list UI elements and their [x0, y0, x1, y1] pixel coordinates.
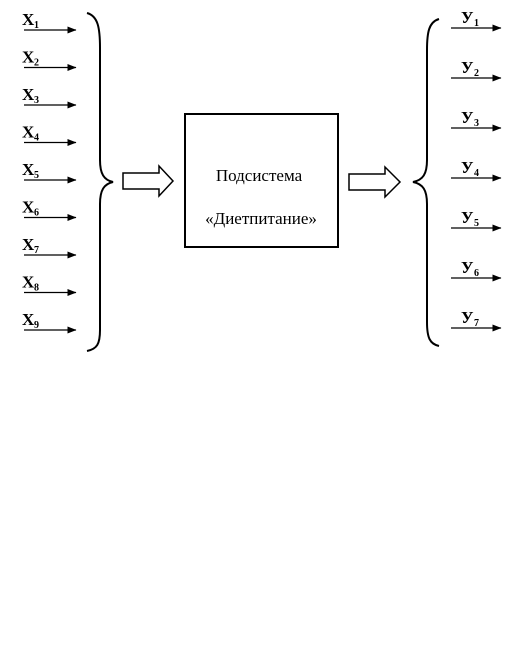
output-index: 5 [474, 218, 479, 229]
input-label: X [22, 273, 35, 292]
output-label: У [461, 8, 474, 27]
input-index: 2 [34, 58, 39, 69]
output-index: 2 [474, 68, 479, 79]
output-label: У [461, 58, 474, 77]
input-label: X [22, 48, 35, 67]
input-label: X [22, 123, 35, 142]
output-index: 3 [474, 118, 479, 129]
subsystem-title: Подсистема [216, 166, 303, 185]
output-block-arrow [348, 165, 402, 199]
output-index: 1 [474, 18, 479, 29]
output-index: 7 [474, 318, 479, 329]
input-label: X [22, 198, 35, 217]
output-label: У [461, 158, 474, 177]
input-label: X [22, 10, 35, 29]
subsystem-box: Подсистема «Диетпитание» [184, 113, 339, 248]
input-index: 1 [34, 20, 39, 31]
input-index: 9 [34, 320, 39, 331]
input-index: 6 [34, 208, 39, 219]
input-index: 7 [34, 245, 39, 256]
input-label: X [22, 235, 35, 254]
subsystem-name: «Диетпитание» [205, 209, 317, 228]
input-label: X [22, 160, 35, 179]
output-index: 6 [474, 268, 479, 279]
input-label: X [22, 310, 35, 329]
input-block-arrow [122, 164, 175, 198]
output-index: 4 [474, 168, 479, 179]
left-brace [86, 12, 114, 352]
output-label: У [461, 108, 474, 127]
right-brace [412, 18, 440, 347]
output-label: У [461, 258, 474, 277]
input-label: X [22, 85, 35, 104]
input-index: 4 [34, 133, 39, 144]
input-index: 3 [34, 95, 39, 106]
output-label: У [461, 308, 474, 327]
output-label: У [461, 208, 474, 227]
input-index: 5 [34, 170, 39, 181]
input-index: 8 [34, 283, 39, 294]
